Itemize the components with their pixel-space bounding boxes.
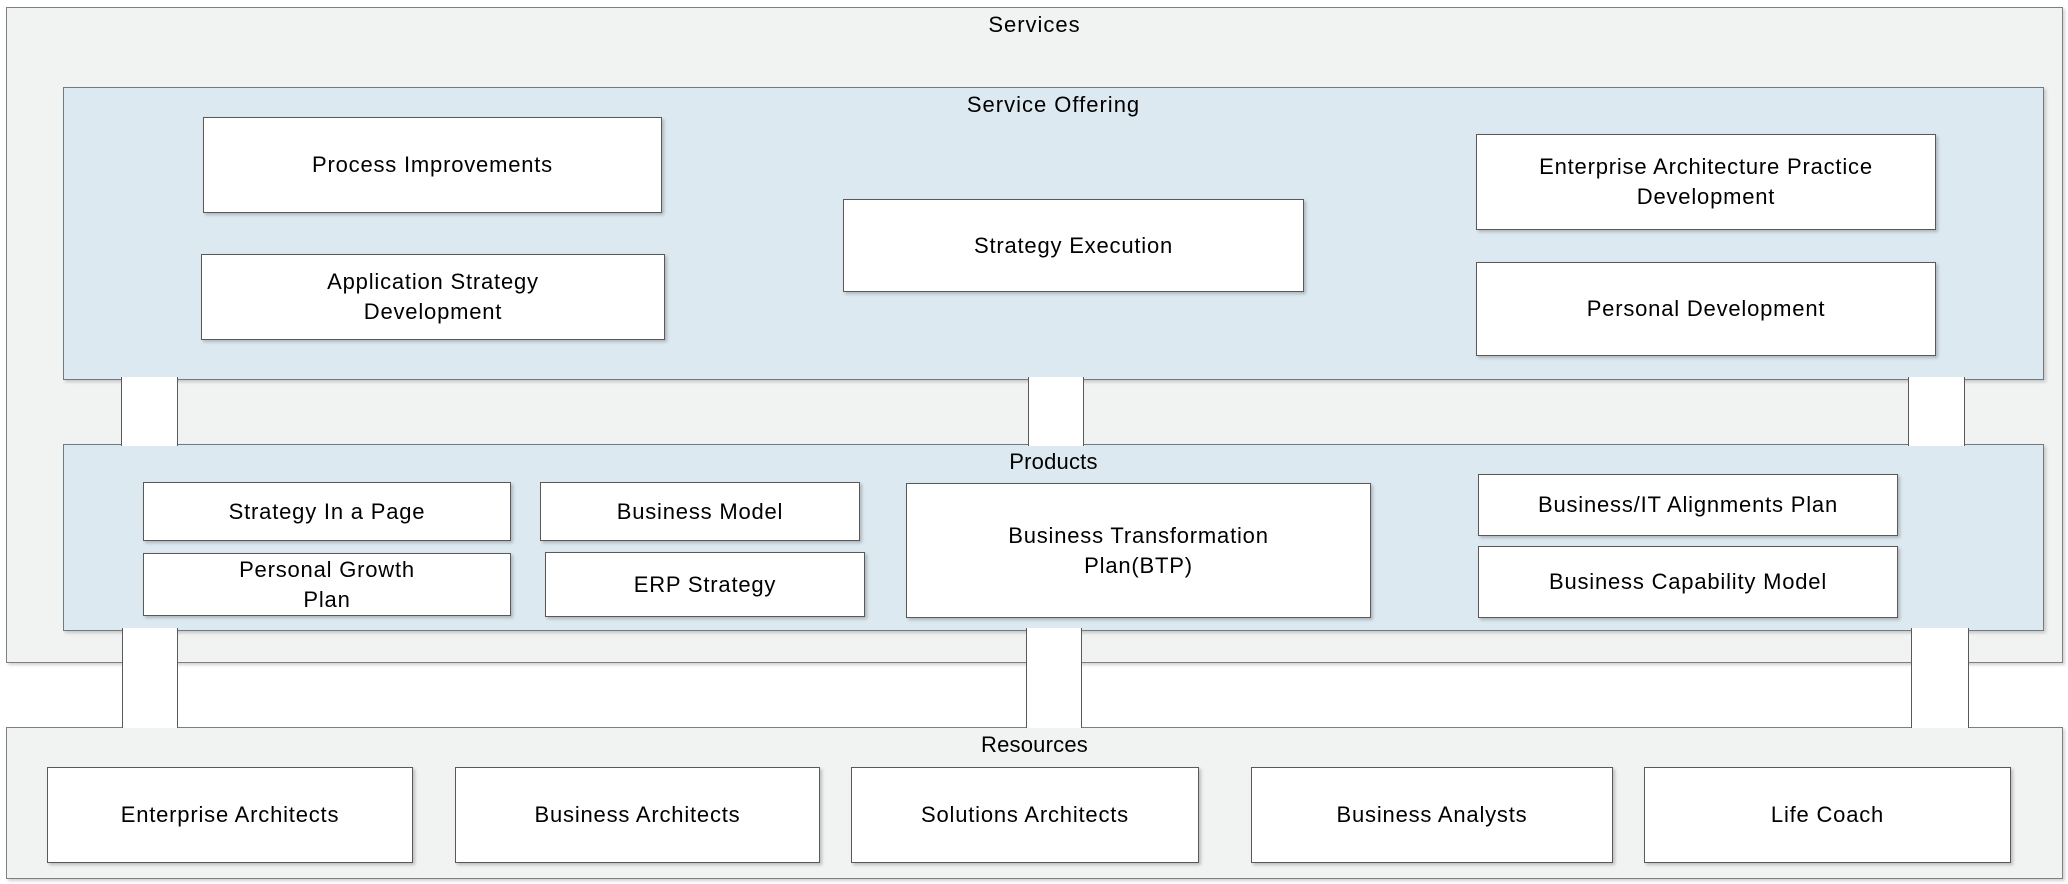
resources-section-title: Resources [981,732,1088,757]
item-label: Business Capability Model [1548,569,1828,594]
connector-products-resources-middle [1026,628,1082,728]
item-box-erp-strategy: ERP Strategy [545,552,865,617]
item-label: Business Transformation Plan(BTP) [1008,522,1269,578]
connector-products-resources-right [1911,628,1969,728]
item-label: Application Strategy Development [327,269,539,324]
item-box-enterprise-architecture-practice-development: Enterprise Architecture Practice Develop… [1476,134,1936,230]
item-box-application-strategy-development: Application Strategy Development [201,254,665,340]
item-box-business-capability-model: Business Capability Model [1478,546,1898,618]
connector-offering-products-left [121,377,178,446]
item-box-business-transformation-plan: Business Transformation Plan(BTP) [906,483,1371,618]
connector-offering-products-middle [1028,377,1084,446]
item-box-personal-development: Personal Development [1476,262,1936,356]
item-label: Personal Development [1586,296,1826,321]
item-label: ERP Strategy [633,571,777,597]
item-label: Strategy Execution [973,232,1174,258]
item-box-enterprise-architects: Enterprise Architects [47,767,413,863]
item-box-business-analysts: Business Analysts [1251,767,1613,863]
connector-offering-products-right [1908,377,1965,446]
item-label: Solutions Architects [921,802,1129,827]
item-box-business-model: Business Model [540,482,860,541]
item-label: Life Coach [1770,802,1885,827]
products-section-title: Products [1009,449,1098,474]
item-box-solutions-architects: Solutions Architects [851,767,1199,863]
item-box-strategy-execution: Strategy Execution [843,199,1304,292]
item-label: Business Model [616,498,784,524]
item-box-life-coach: Life Coach [1644,767,2011,863]
item-label: Business Architects [534,802,741,827]
services-section-title: Services [988,12,1081,37]
item-box-process-improvements: Process Improvements [203,117,662,213]
item-label: Business/IT Alignments Plan [1537,492,1838,517]
item-label: Business Analysts [1336,802,1528,827]
item-box-business-it-alignments-plan: Business/IT Alignments Plan [1478,474,1898,536]
item-box-strategy-in-a-page: Strategy In a Page [143,482,511,541]
item-box-business-architects: Business Architects [455,767,820,863]
item-label: Enterprise Architecture Practice Develop… [1539,154,1873,209]
item-box-personal-growth-plan: Personal Growth Plan [143,553,511,616]
item-label: Enterprise Architects [120,802,340,827]
connector-products-resources-left [122,628,178,728]
service-offering-section-title: Service Offering [966,92,1141,117]
item-label: Personal Growth Plan [239,556,415,612]
item-label: Strategy In a Page [228,498,426,524]
item-label: Process Improvements [312,152,553,177]
